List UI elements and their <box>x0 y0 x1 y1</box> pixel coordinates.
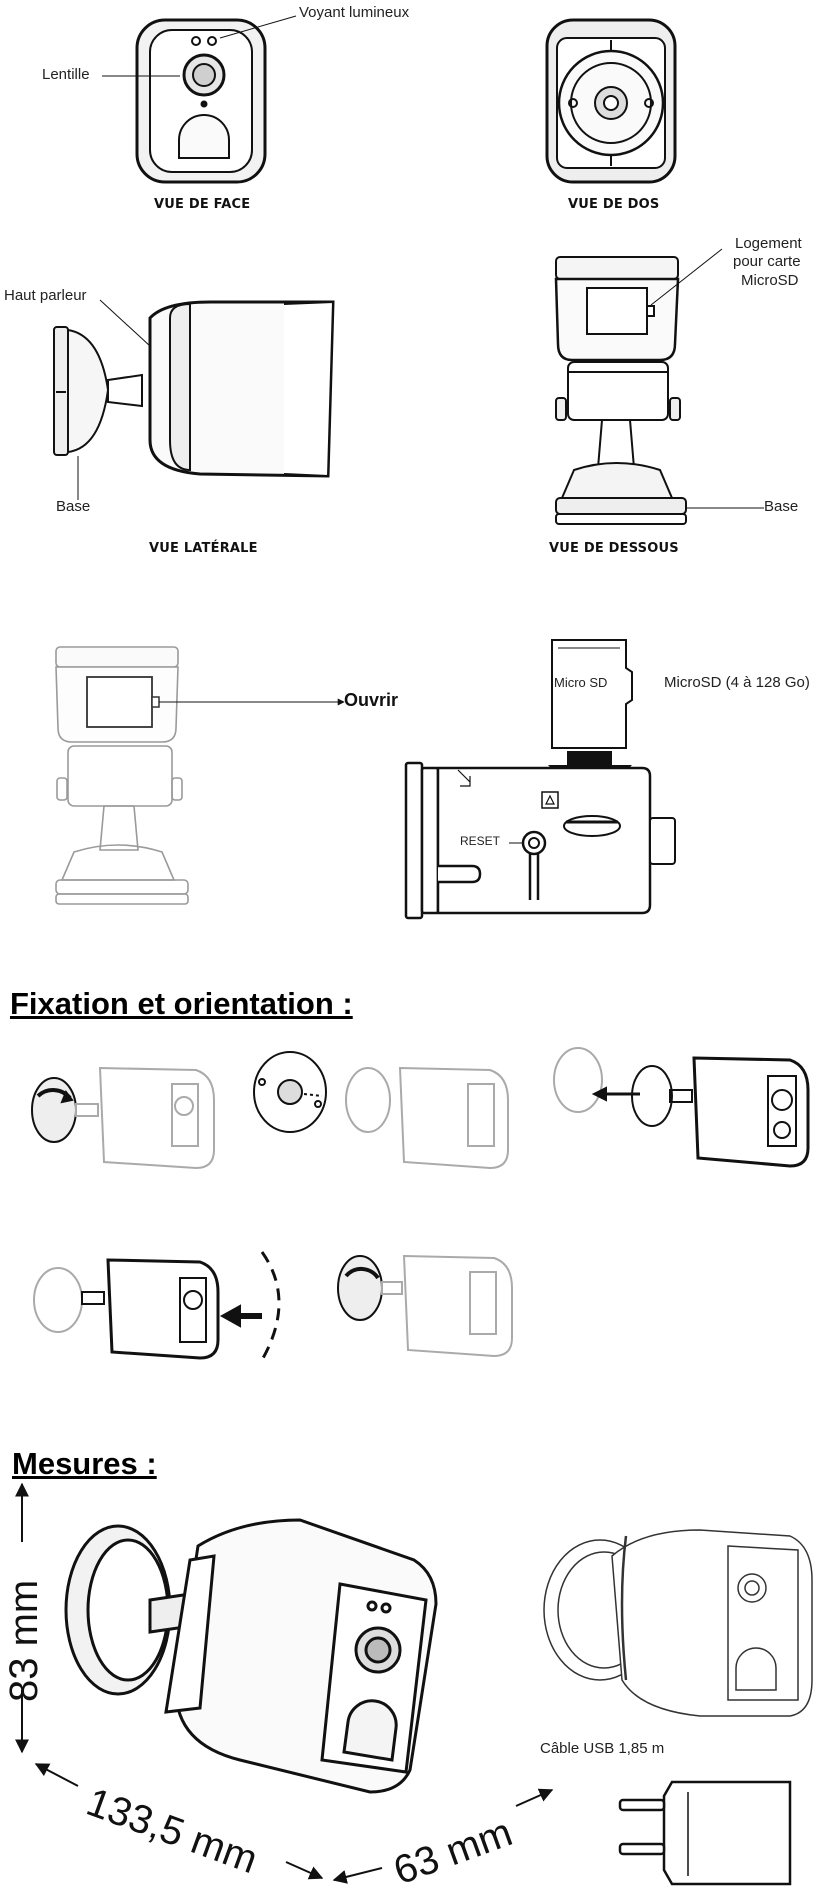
label-haut-parleur: Haut parleur <box>4 287 87 304</box>
label-slot-line-3: MicroSD <box>741 272 799 289</box>
side-view-camera <box>53 300 335 478</box>
caption-front-view: VUE DE FACE <box>154 197 251 212</box>
caption-back-view: VUE DE DOS <box>568 197 660 212</box>
mounting-step-2 <box>253 1051 509 1170</box>
label-voyant-lumineux: Voyant lumineux <box>299 4 410 21</box>
mounting-step-4 <box>33 1251 281 1361</box>
bottom-view-camera <box>554 256 687 525</box>
camera-slot-closeup <box>404 761 676 920</box>
mounting-step-1 <box>31 1066 215 1170</box>
back-view-camera <box>545 18 677 184</box>
microsd-card-text: Micro SD <box>554 675 608 690</box>
label-base-bottom: Base <box>764 498 799 515</box>
label-lentille: Lentille <box>42 66 90 83</box>
microsd-card <box>551 639 633 749</box>
label-ouvrir: Ouvrir <box>344 690 399 710</box>
label-usb-cable: Câble USB 1,85 m <box>540 1740 665 1757</box>
mounting-step-5 <box>337 1254 513 1358</box>
heading-mesures: Mesures : <box>12 1446 157 1481</box>
caption-side-view: VUE LATÉRALE <box>149 541 258 556</box>
label-microsd-capacity: MicroSD (4 à 128 Go) <box>664 674 810 691</box>
label-base-side: Base <box>56 498 91 515</box>
faded-camera-bottom <box>55 646 189 905</box>
label-reset: RESET <box>460 834 501 848</box>
heading-fixation-orientation: Fixation et orientation : <box>10 986 353 1021</box>
cable-camera-sketch <box>543 1529 813 1717</box>
label-slot-line-2: pour carte <box>733 253 801 270</box>
mounting-step-3 <box>553 1047 810 1168</box>
label-slot-line-1: Logement <box>735 235 802 252</box>
measured-camera <box>64 1518 438 1794</box>
dimension-height: 83 mm <box>2 1579 46 1702</box>
caption-bottom-view: VUE DE DESSOUS <box>549 541 679 556</box>
usb-charger <box>618 1780 792 1886</box>
front-view-camera <box>135 18 267 184</box>
